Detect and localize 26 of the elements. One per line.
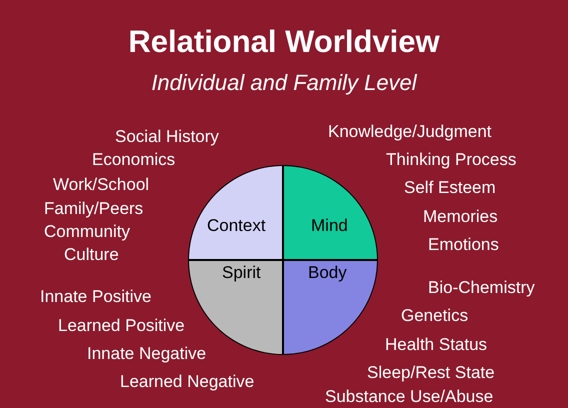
quadrant-label: Body — [308, 263, 347, 283]
list-item: Learned Negative — [120, 372, 254, 392]
list-item: Economics — [92, 150, 176, 170]
quadrant-label: Spirit — [222, 263, 261, 283]
list-item: Community — [44, 222, 130, 242]
title: Relational Worldview — [127, 24, 441, 60]
list-item: Innate Negative — [87, 344, 206, 364]
list-item: Social History — [115, 127, 219, 147]
list-item: Learned Positive — [58, 316, 185, 336]
list-item: Bio-Chemistry — [428, 278, 535, 298]
list-item: Innate Positive — [40, 287, 152, 307]
list-item: Substance Use/Abuse — [325, 387, 494, 407]
list-item: Family/Peers — [44, 199, 144, 219]
list-item: Culture — [64, 245, 119, 265]
list-item: Knowledge/Judgment — [328, 122, 492, 142]
list-item: Emotions — [428, 235, 499, 255]
list-item: Sleep/Rest State — [367, 363, 495, 383]
list-item: Self Esteem — [404, 178, 496, 198]
list-item: Memories — [423, 207, 498, 227]
list-item: Work/School — [53, 175, 150, 195]
subtitle: Individual and Family Level — [150, 70, 418, 96]
quadrant-label: Mind — [311, 216, 348, 236]
list-item: Genetics — [401, 306, 468, 326]
list-item: Thinking Process — [386, 150, 516, 170]
quadrant-label: Context — [207, 216, 266, 236]
list-item: Health Status — [385, 335, 488, 355]
